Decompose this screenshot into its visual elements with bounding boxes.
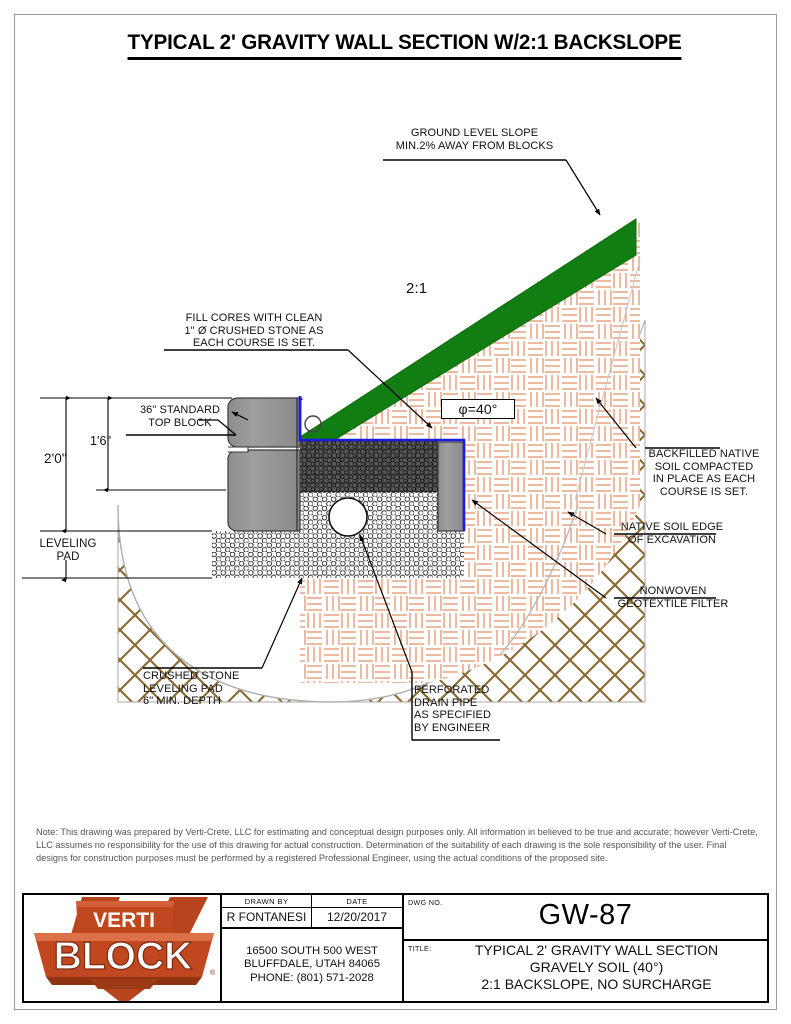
annotation-crushed-stone-pad: CRUSHED STONE LEVELING PAD 6" MIN. DEPTH xyxy=(143,670,240,708)
drawing-number-area: DWG NO. GW-87 xyxy=(404,895,767,941)
page-title: TYPICAL 2' GRAVITY WALL SECTION W/2:1 BA… xyxy=(60,30,750,60)
annotation-backfilled-native-soil: BACKFILLED NATIVE SOIL COMPACTED IN PLAC… xyxy=(648,448,760,498)
dwg-no-value: GW-87 xyxy=(538,899,633,931)
logo-text-block: BLOCK xyxy=(54,935,193,978)
annotation-geotextile: NONWOVEN GEOTEXTILE FILTER xyxy=(617,585,729,610)
title-block-header-row: DRAWN BY DATE xyxy=(222,895,402,908)
company-address-text: 16500 SOUTH 500 WEST BLUFFDALE, UTAH 840… xyxy=(243,944,381,984)
drawing-title-line-1: TYPICAL 2' GRAVITY WALL SECTION xyxy=(474,942,719,958)
logo-text-verti: VERTI xyxy=(93,909,155,932)
annotation-slope-ratio: 2:1 xyxy=(406,280,428,297)
title-label: TITLE: xyxy=(408,944,432,953)
title-block-value-row: R FONTANESI 12/20/2017 xyxy=(222,908,402,929)
page-title-text: TYPICAL 2' GRAVITY WALL SECTION W/2:1 BA… xyxy=(127,30,682,60)
title-block-middle: DRAWN BY DATE R FONTANESI 12/20/2017 165… xyxy=(222,895,404,1001)
company-logo: VERTI BLOCK ® xyxy=(24,895,222,1001)
annotation-top-block: 36" STANDARD TOP BLOCK xyxy=(139,404,221,429)
title-block: VERTI BLOCK ® DRAWN BY DATE R FONTANESI … xyxy=(22,893,769,1003)
drawing-title-area: TITLE: TYPICAL 2' GRAVITY WALL SECTION G… xyxy=(404,941,767,1001)
dwg-no-label: DWG NO. xyxy=(408,898,443,907)
company-address: 16500 SOUTH 500 WEST BLUFFDALE, UTAH 840… xyxy=(222,929,402,1001)
annotation-ground-level-slope: GROUND LEVEL SLOPE MIN.2% AWAY FROM BLOC… xyxy=(395,127,554,152)
date-value: 12/20/2017 xyxy=(326,910,388,924)
drawing-title-lines: TYPICAL 2' GRAVITY WALL SECTION GRAVELY … xyxy=(430,942,763,993)
annotation-native-soil-edge: NATIVE SOIL EDGE OF EXCAVATION xyxy=(620,521,724,546)
annotation-leveling-pad: LEVELING PAD xyxy=(39,538,97,563)
dimension-total-height: 2'0" xyxy=(44,451,67,466)
drawn-by-value: R FONTANESI xyxy=(222,908,312,927)
annotation-phi-angle: φ=40° xyxy=(441,399,515,419)
disclaimer-note: Note: This drawing was prepared by Verti… xyxy=(36,827,758,864)
title-block-right: DWG NO. GW-87 TITLE: TYPICAL 2' GRAVITY … xyxy=(404,895,767,1001)
annotation-fill-cores: FILL CORES WITH CLEAN 1" Ø CRUSHED STONE… xyxy=(184,312,324,350)
drawing-title-line-3: 2:1 BACKSLOPE, NO SURCHARGE xyxy=(481,976,712,992)
drawn-by-label: DRAWN BY xyxy=(222,895,312,907)
date-label: DATE xyxy=(346,897,368,906)
logo-registered-mark: ® xyxy=(210,969,216,977)
drawing-title-line-2: GRAVELY SOIL (40°) xyxy=(529,959,664,975)
annotation-drain-pipe: PERFORATED DRAIN PIPE AS SPECIFIED BY EN… xyxy=(414,684,491,734)
dimension-wall-height: 1'6" xyxy=(90,434,112,448)
